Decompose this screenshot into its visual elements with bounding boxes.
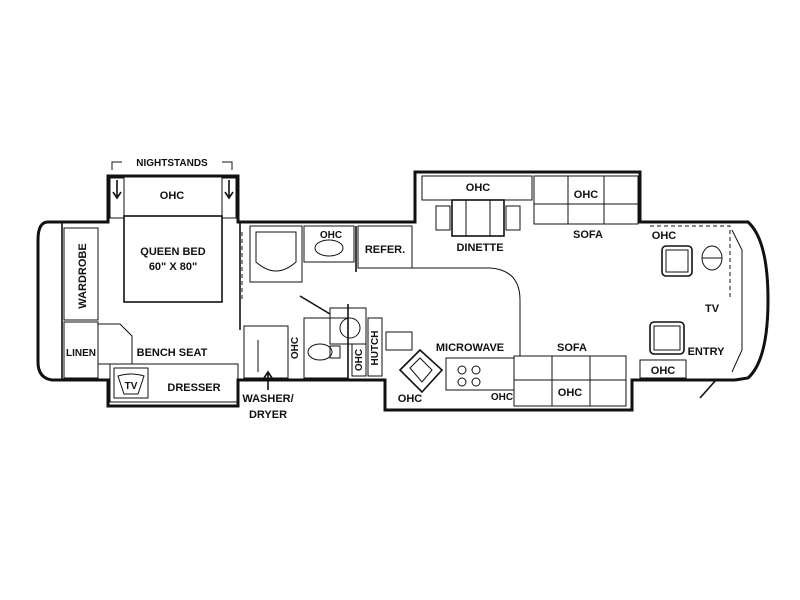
entry-ohc-label: OHC (651, 365, 676, 377)
ohc-vertical-label: OHC (354, 349, 365, 371)
microwave-label: MICROWAVE (436, 342, 504, 354)
bedroom-ohc-label: OHC (160, 190, 185, 202)
linen-label: LINEN (66, 348, 96, 359)
nightstands-label: NIGHTSTANDS (136, 158, 208, 169)
bath-ohc-side-label: OHC (290, 337, 301, 359)
refer-label: REFER. (365, 244, 405, 256)
bathroom: OHC OHC OHC HUTCH WASHER/ DRYER (242, 225, 383, 421)
dinette-label: DINETTE (456, 242, 503, 254)
hutch-label: HUTCH (370, 331, 381, 366)
front-tv-label: TV (705, 303, 720, 315)
queen-bed-label: QUEEN BED (140, 246, 205, 258)
sofa-top: OHC SOFA (533, 175, 639, 241)
entry-label: ENTRY (688, 346, 726, 358)
bedroom-tv-label: TV (125, 381, 138, 392)
washer-dryer-label-2: DRYER (249, 409, 287, 421)
sofa-top-ohc-label: OHC (574, 189, 599, 201)
dinette: OHC DINETTE (421, 175, 533, 254)
sofa-bottom-ohc-label: OHC (558, 387, 583, 399)
cockpit: OHC TV ENTRY OHC (639, 225, 743, 399)
bed-size-label: 60" X 80" (149, 261, 197, 273)
exterior-walls (36, 170, 770, 412)
bath-ohc-top-label: OHC (320, 230, 342, 241)
queen-bed (123, 215, 223, 303)
dinette-ohc-label: OHC (466, 182, 491, 194)
front-ohc-label: OHC (652, 230, 677, 242)
wardrobe-label: WARDROBE (77, 243, 89, 308)
refrigerator: REFER. (357, 225, 413, 269)
dresser-label: DRESSER (167, 382, 220, 394)
bench-seat-label: BENCH SEAT (137, 347, 208, 359)
bedroom: NIGHTSTANDS OHC QUEEN BED 60" X 80" WARD… (63, 158, 243, 403)
sofa-top-label: SOFA (573, 229, 603, 241)
sofa-bottom-label: SOFA (557, 342, 587, 354)
washer-dryer-label-1: WASHER/ (242, 393, 293, 405)
kitchen-ohc-label-2: OHC (491, 392, 513, 403)
kitchen-ohc-label-1: OHC (398, 393, 423, 405)
galley: MICROWAVE OHC OHC SOFA OHC (385, 267, 627, 407)
